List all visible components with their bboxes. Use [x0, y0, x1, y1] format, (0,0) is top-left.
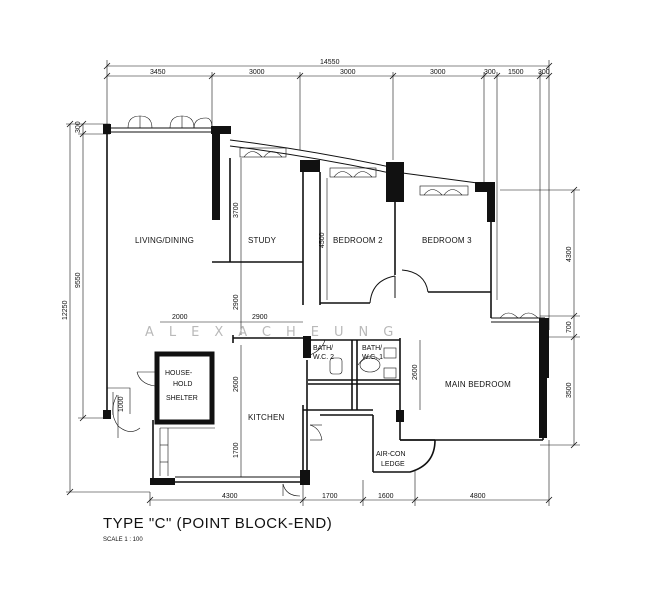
- basin-icon: [383, 347, 397, 359]
- dim-kitchen-w2: 2900: [252, 314, 268, 321]
- dim-bed2-h: 4500: [319, 232, 326, 248]
- room-study: STUDY: [248, 236, 277, 245]
- room-kitchen: KITCHEN: [248, 413, 285, 422]
- right-dimension-lines: 4300 700 3500: [500, 186, 580, 449]
- dim-bottom-3: 1600: [378, 493, 394, 500]
- dim-left-3: 12250: [62, 300, 69, 320]
- exterior-walls: [103, 124, 549, 485]
- kitchen-service-door[interactable]: [282, 483, 301, 497]
- dim-top-1: 3450: [150, 69, 166, 76]
- dim-right-2: 700: [566, 321, 573, 333]
- room-bedroom-3: BEDROOM 3: [422, 236, 472, 245]
- toilet-1-icon: [359, 357, 381, 373]
- dim-top-2: 3000: [249, 69, 265, 76]
- left-dimension-lines: 300 9550 12250: [62, 120, 150, 496]
- room-bath1-line-1: BATH/: [362, 345, 382, 352]
- plan-scale: SCALE 1 : 100: [103, 537, 143, 543]
- dim-bottom-1: 4300: [222, 493, 238, 500]
- dim-top-7: 300: [538, 69, 550, 76]
- shelter-door[interactable]: [136, 371, 156, 387]
- study-window: [239, 147, 287, 158]
- windows: [127, 115, 539, 319]
- bath-fixtures: [329, 347, 397, 379]
- interior-walls: [154, 158, 491, 476]
- toilet-2-icon: [329, 357, 343, 375]
- dim-shelter-h: 2600: [233, 376, 240, 392]
- room-aircon-line-1: AIR-CON: [376, 451, 406, 458]
- dim-left-2: 9550: [75, 272, 82, 288]
- room-bath2-line-1: BATH/: [313, 345, 333, 352]
- plan-title: TYPE "C" (POINT BLOCK-END): [103, 515, 332, 532]
- room-bedroom-2: BEDROOM 2: [333, 236, 383, 245]
- bottom-dimension-lines: 4300 1700 1600 4800: [146, 440, 553, 506]
- watermark: ALEXACHEUNG: [145, 325, 408, 340]
- room-main-bedroom: MAIN BEDROOM: [445, 380, 511, 389]
- dim-bottom-2: 1700: [322, 493, 338, 500]
- dim-bath-h: 2600: [412, 364, 419, 380]
- room-bath2-line-2: W.C. 2: [313, 354, 334, 361]
- bedroom2-window: [329, 167, 377, 178]
- dim-overall-top: 14550: [320, 59, 340, 66]
- entrance-door[interactable]: [107, 387, 141, 438]
- room-aircon-line-2: LEDGE: [381, 461, 405, 468]
- living-window: [127, 115, 213, 129]
- main-bedroom-window: [499, 312, 539, 319]
- dim-study-h: 3700: [233, 202, 240, 218]
- doors: [107, 339, 381, 497]
- inner-dimension-lines: [112, 158, 421, 477]
- bath-doors[interactable]: [309, 339, 381, 441]
- dim-right-3: 3500: [566, 382, 573, 398]
- basin-icon-2: [383, 367, 397, 379]
- top-dimension-lines: 14550 3450 3000 3000 3000 300 1500 300: [103, 59, 553, 330]
- room-bath1-line-2: W.C. 1: [362, 354, 383, 361]
- dim-kitchen-h: 1700: [233, 442, 240, 458]
- room-shelter-line-2: HOLD: [173, 381, 192, 388]
- dim-top-4: 3000: [430, 69, 446, 76]
- dim-top-5: 300: [484, 69, 496, 76]
- dim-right-1: 4300: [566, 246, 573, 262]
- dim-top-3: 3000: [340, 69, 356, 76]
- room-shelter-line-1: HOUSE-: [165, 370, 193, 377]
- dim-kitchen-w1: 2000: [172, 314, 188, 321]
- bedroom3-window: [419, 185, 469, 196]
- dim-entry: 1000: [118, 396, 125, 412]
- dim-left-1: 300: [75, 121, 82, 133]
- room-living-dining: LIVING/DINING: [135, 236, 194, 245]
- dim-top-6: 1500: [508, 69, 524, 76]
- dim-bottom-4: 4800: [470, 493, 486, 500]
- dim-living-gap: 2900: [233, 294, 240, 310]
- room-shelter-line-3: SHELTER: [166, 395, 198, 402]
